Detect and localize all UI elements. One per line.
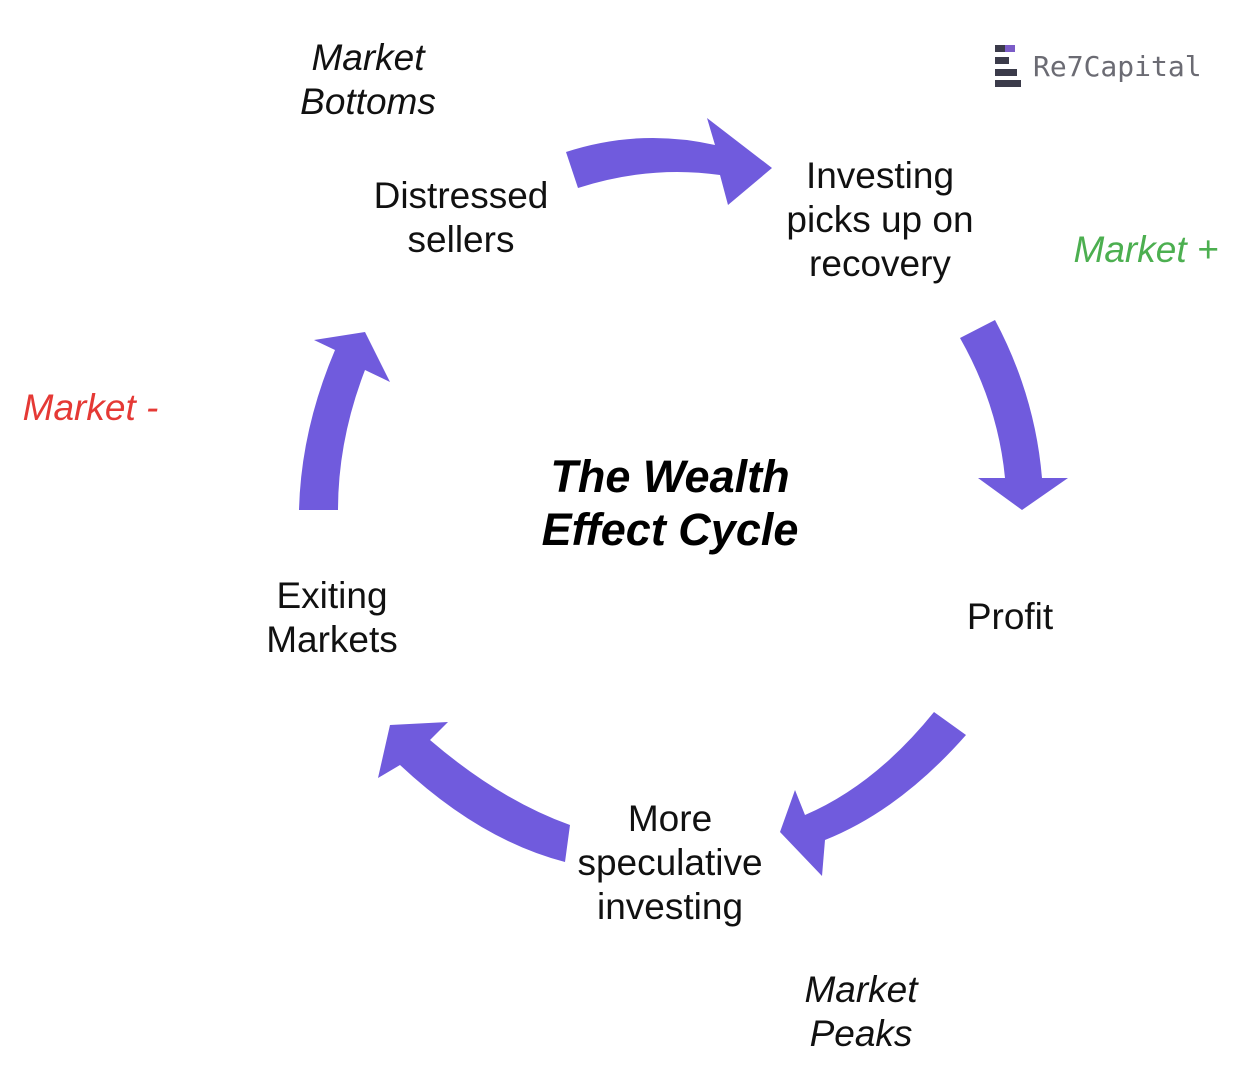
arrow-lower-left bbox=[378, 722, 570, 862]
logo-text: Re7Capital bbox=[1033, 49, 1202, 83]
arrow-left bbox=[299, 332, 390, 510]
phase-market-minus: Market - bbox=[22, 387, 159, 428]
arrow-top bbox=[566, 118, 772, 205]
stacked-bars-logo-icon bbox=[995, 45, 1023, 87]
phase-market-plus: Market + bbox=[1073, 229, 1219, 270]
arrow-right bbox=[960, 320, 1068, 510]
arrow-lower-right bbox=[780, 712, 966, 876]
stage-distressed-sellers: Distressed sellers bbox=[373, 175, 549, 260]
stage-investing-recovery: Investing picks up on recovery bbox=[786, 155, 974, 284]
stage-profit: Profit bbox=[966, 596, 1054, 637]
phase-market-bottoms: Market Bottoms bbox=[300, 37, 436, 122]
stage-exiting-markets: Exiting Markets bbox=[266, 575, 398, 660]
diagram-title: The Wealth Effect Cycle bbox=[541, 451, 799, 555]
company-logo: Re7Capital bbox=[995, 44, 1202, 88]
stage-speculative-investing: More speculative investing bbox=[577, 798, 763, 927]
phase-market-peaks: Market Peaks bbox=[804, 969, 918, 1054]
